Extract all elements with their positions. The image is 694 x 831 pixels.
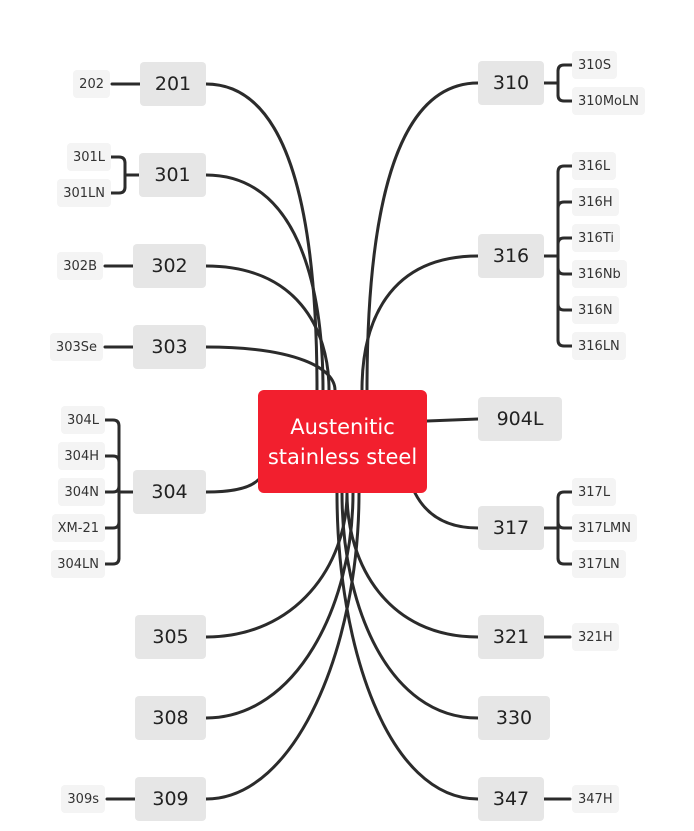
subtopic-316L[interactable]: 316L	[572, 152, 617, 180]
subtopic-317L[interactable]: 317L	[572, 478, 617, 506]
edge-317L	[556, 490, 574, 500]
subtopic-304H[interactable]: 304H	[58, 442, 105, 470]
subtopic-347H[interactable]: 347H	[572, 785, 619, 813]
topic-303[interactable]: 303	[133, 325, 206, 369]
topic-310[interactable]: 310	[478, 61, 544, 105]
subtopic-316LN[interactable]: 316LN	[572, 332, 626, 360]
edge-316LN	[556, 338, 574, 348]
subtopic-316Ti[interactable]: 316Ti	[572, 224, 620, 252]
subtopic-310S[interactable]: 310S	[572, 51, 618, 79]
central-topic-line1: Austenitic	[290, 414, 395, 439]
edge-304H	[103, 454, 121, 464]
subtopic-301L[interactable]: 301L	[66, 143, 111, 171]
topic-317[interactable]: 317	[478, 506, 544, 550]
edge-347	[335, 491, 480, 801]
topic-330[interactable]: 330	[478, 696, 550, 740]
topic-305[interactable]: 305	[135, 615, 206, 659]
edge-317LN	[556, 556, 574, 566]
edge-XM-21	[103, 520, 121, 530]
edge-302	[204, 264, 331, 392]
subtopic-316Nb[interactable]: 316Nb	[572, 260, 627, 288]
edge-309	[204, 491, 361, 801]
edge-316Nb	[556, 266, 574, 276]
topic-347[interactable]: 347	[478, 777, 544, 821]
subtopic-316N[interactable]: 316N	[572, 296, 619, 324]
edge-310	[365, 81, 480, 392]
subtopic-321H[interactable]: 321H	[572, 623, 619, 651]
subtopic-317LN[interactable]: 317LN	[572, 550, 626, 578]
central-topic[interactable]: Austenitic stainless steel	[258, 390, 427, 493]
edge-308	[204, 491, 355, 720]
edge-316N	[556, 302, 574, 312]
edge-310MoLN	[556, 93, 574, 103]
topic-302[interactable]: 302	[133, 244, 206, 288]
topic-904L[interactable]: 904L	[478, 397, 562, 441]
edge-316H	[556, 200, 574, 210]
subtopic-202[interactable]: 202	[73, 70, 110, 98]
subtopic-316H[interactable]: 316H	[572, 188, 619, 216]
topic-308[interactable]: 308	[135, 696, 206, 740]
topic-316[interactable]: 316	[478, 234, 544, 278]
edge-301	[204, 173, 325, 392]
edge-301LN	[109, 185, 127, 195]
subtopic-302B[interactable]: 302B	[57, 252, 103, 280]
edge-904L	[425, 417, 480, 423]
edge-330	[340, 491, 480, 720]
subtopic-303Se[interactable]: 303Se	[49, 333, 103, 361]
subtopic-XM-21[interactable]: XM-21	[51, 514, 105, 542]
subtopic-309s[interactable]: 309s	[61, 785, 105, 813]
edge-317LMN	[556, 520, 574, 530]
subtopic-304LN[interactable]: 304LN	[51, 550, 105, 578]
edge-304N	[103, 484, 121, 494]
edge-317	[413, 491, 480, 530]
topic-304[interactable]: 304	[133, 470, 206, 514]
subtopic-304L[interactable]: 304L	[60, 406, 105, 434]
edge-310S	[556, 63, 574, 73]
edge-304L	[103, 418, 121, 428]
topic-309[interactable]: 309	[135, 777, 206, 821]
central-topic-line2: stainless steel	[267, 444, 418, 469]
subtopic-317LMN[interactable]: 317LMN	[572, 514, 637, 542]
edge-321	[345, 491, 480, 639]
edge-316	[360, 254, 480, 392]
subtopic-304N[interactable]: 304N	[58, 478, 105, 506]
edge-304LN	[103, 556, 121, 566]
edge-303	[204, 345, 337, 392]
edge-316L	[556, 164, 574, 174]
edge-201	[204, 82, 319, 392]
edge-316Ti	[556, 236, 574, 246]
edge-305	[204, 491, 349, 639]
subtopic-310MoLN[interactable]: 310MoLN	[572, 87, 645, 115]
topic-201[interactable]: 201	[140, 62, 206, 106]
topic-321[interactable]: 321	[478, 615, 544, 659]
subtopic-301LN[interactable]: 301LN	[57, 179, 111, 207]
edge-301L	[109, 155, 127, 165]
edge-304	[204, 478, 260, 494]
topic-301[interactable]: 301	[139, 153, 206, 197]
